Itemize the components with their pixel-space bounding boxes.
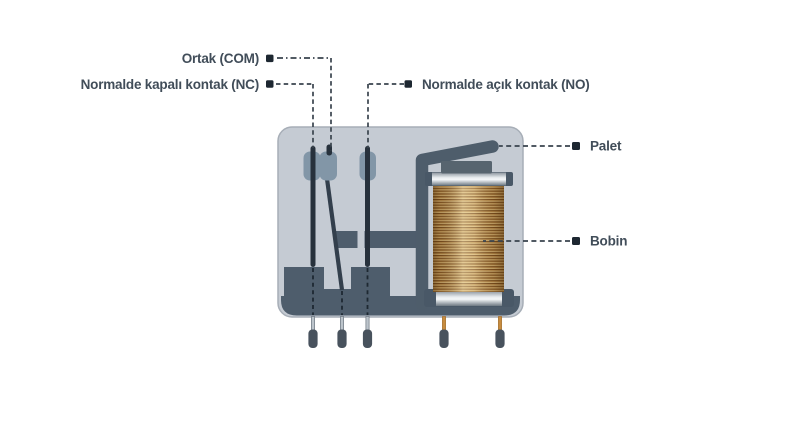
pin-com-stem xyxy=(340,316,344,331)
label-bobin: Bobin xyxy=(590,234,627,249)
pin-coil1-tip xyxy=(439,329,449,348)
pin-no-tip xyxy=(362,329,373,348)
pin-nc-stem xyxy=(311,316,315,331)
coil-bottom-cap xyxy=(436,291,502,306)
coil-windings-sheen xyxy=(433,185,504,292)
com-post-stub xyxy=(326,144,332,156)
yoke-bar xyxy=(335,231,417,248)
nc-post xyxy=(310,146,316,267)
pins xyxy=(308,316,505,348)
pin-com-tip xyxy=(337,329,347,348)
com-marker-icon xyxy=(266,54,274,63)
pin-no-stem xyxy=(365,316,370,331)
no-marker-icon xyxy=(404,80,412,88)
pin-coil1-stem xyxy=(442,316,446,331)
label-nc: Normalde kapalı kontak (NC) xyxy=(81,77,259,92)
coil-top-block xyxy=(441,161,492,174)
pin-nc-tip xyxy=(308,329,318,348)
relay-base-block xyxy=(284,267,390,305)
com-contact-pad xyxy=(319,151,337,181)
label-com: Ortak (COM) xyxy=(182,51,259,66)
label-no: Normalde açık kontak (NO) xyxy=(422,77,590,92)
coil-top-cap xyxy=(432,172,506,186)
contact-spring xyxy=(324,174,345,291)
armature xyxy=(415,140,499,311)
yoke-bar-notch xyxy=(357,231,365,267)
palet-marker-icon xyxy=(572,142,580,150)
bobin-marker-icon xyxy=(572,237,580,245)
pin-coil2-stem xyxy=(498,316,502,331)
nc-marker-icon xyxy=(266,80,274,88)
label-palet: Palet xyxy=(590,139,622,154)
pin-coil2-tip xyxy=(495,329,505,348)
coil xyxy=(424,161,514,307)
no-post xyxy=(365,146,370,267)
